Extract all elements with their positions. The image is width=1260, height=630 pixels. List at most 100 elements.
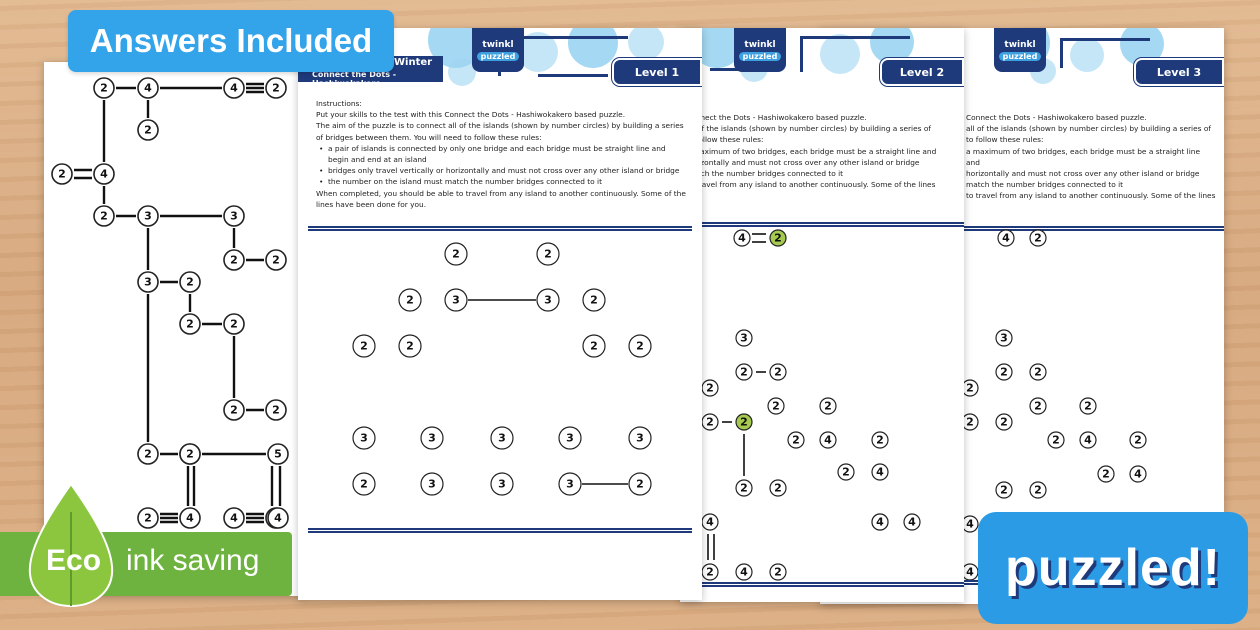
instructions-completion: When completed, you should be able to tr… — [316, 188, 686, 209]
island-circle — [267, 443, 289, 465]
island-number: 3 — [428, 432, 436, 445]
island-circle — [490, 426, 514, 450]
island-number: 2 — [272, 254, 280, 267]
level3-instructions: Connect the Dots - Hashiwokakero based p… — [966, 112, 1216, 202]
island-circle — [628, 426, 652, 450]
island-node: 2 — [582, 288, 606, 312]
island-number: 2 — [842, 466, 850, 479]
island-number: 4 — [966, 518, 974, 531]
island-node: 4 — [223, 507, 245, 529]
island-node: 2 — [398, 334, 422, 358]
island-number: 2 — [272, 404, 280, 417]
ink-saving-label: ink saving — [126, 544, 260, 577]
island-number: 2 — [100, 210, 108, 223]
island-node: 2 — [735, 363, 753, 381]
island-number: 5 — [274, 448, 282, 461]
island-number: 3 — [636, 432, 644, 445]
level2-aim-2: to follow these rules: — [686, 135, 764, 145]
island-number: 2 — [966, 416, 974, 429]
level2-puzzle: 423222222224224224542424 — [701, 229, 921, 581]
puzzled-wordmark: puzzled — [998, 51, 1042, 61]
island-number: 2 — [774, 232, 782, 245]
island-circle — [769, 363, 787, 381]
island-node: 2 — [1029, 229, 1047, 247]
island-node: 2 — [179, 443, 201, 465]
island-circle — [995, 413, 1013, 431]
level2-twinkl-logo: twinkl puzzled — [734, 28, 786, 72]
island-circle — [871, 513, 889, 531]
island-circle — [1047, 431, 1065, 449]
island-node: 2 — [735, 479, 753, 497]
leaf-icon — [28, 482, 114, 608]
island-circle — [995, 363, 1013, 381]
island-node: 2 — [582, 334, 606, 358]
island-node: 2 — [223, 249, 245, 271]
island-circle — [1129, 465, 1147, 483]
island-number: 2 — [740, 416, 748, 429]
level3-puzzle: 42322222222422422424 — [961, 229, 1147, 581]
island-number: 2 — [1052, 434, 1060, 447]
level3-rule-1: a maximum of two bridges, each bridge mu… — [966, 146, 1201, 167]
island-circle — [787, 431, 805, 449]
island-circle — [398, 334, 422, 358]
island-number: 4 — [100, 168, 108, 181]
twinkl-wordmark: twinkl — [1004, 39, 1036, 50]
island-node: 4 — [961, 515, 979, 533]
twinkl-wordmark: twinkl — [482, 39, 514, 50]
level1-title: Winter — [394, 57, 433, 68]
island-number: 2 — [144, 124, 152, 137]
island-number: 3 — [360, 432, 368, 445]
island-node: 3 — [444, 288, 468, 312]
island-number: 3 — [144, 276, 152, 289]
island-circle — [444, 242, 468, 266]
level1-instructions: Instructions: Put your skills to the tes… — [316, 98, 688, 210]
island-node: 2 — [1047, 431, 1065, 449]
island-node: 2 — [137, 443, 159, 465]
island-number: 2 — [360, 478, 368, 491]
island-circle — [871, 431, 889, 449]
island-node: 2 — [1029, 397, 1047, 415]
island-circle — [582, 288, 606, 312]
island-number: 4 — [1084, 434, 1092, 447]
island-number: 2 — [406, 294, 414, 307]
island-number: 2 — [406, 340, 414, 353]
island-number: 4 — [144, 82, 152, 95]
island-number: 4 — [908, 516, 916, 529]
island-node: 2 — [179, 313, 201, 335]
level3-intro: Connect the Dots - Hashiwokakero based p… — [966, 113, 1147, 122]
island-number: 4 — [274, 512, 282, 525]
island-node: 2 — [398, 288, 422, 312]
island-node: 4 — [819, 431, 837, 449]
island-circle — [137, 119, 159, 141]
island-circle — [701, 513, 719, 531]
island-number: 2 — [230, 254, 238, 267]
island-node: 2 — [735, 413, 753, 431]
island-node: 3 — [420, 472, 444, 496]
island-circle — [137, 443, 159, 465]
island-number: 2 — [636, 478, 644, 491]
island-circle — [558, 472, 582, 496]
island-node: 4 — [903, 513, 921, 531]
island-number: 4 — [1002, 232, 1010, 245]
island-number: 2 — [774, 482, 782, 495]
level2-rule-1: a maximum of two bridges, each bridge mu… — [686, 146, 937, 156]
island-number: 3 — [498, 478, 506, 491]
island-circle — [223, 399, 245, 421]
island-node: 3 — [628, 426, 652, 450]
level2-tab: Level 2 — [880, 58, 964, 86]
island-node: 2 — [995, 481, 1013, 499]
island-node: 4 — [179, 507, 201, 529]
island-circle — [819, 431, 837, 449]
island-number: 2 — [144, 512, 152, 525]
island-number: 3 — [566, 432, 574, 445]
island-circle — [265, 77, 287, 99]
island-number: 4 — [740, 566, 748, 579]
island-node: 3 — [137, 205, 159, 227]
island-node: 2 — [961, 379, 979, 397]
island-node: 2 — [352, 334, 376, 358]
island-circle — [582, 334, 606, 358]
island-node: 4 — [871, 513, 889, 531]
island-circle — [769, 479, 787, 497]
puzzled-wordmark: puzzled — [738, 51, 782, 61]
